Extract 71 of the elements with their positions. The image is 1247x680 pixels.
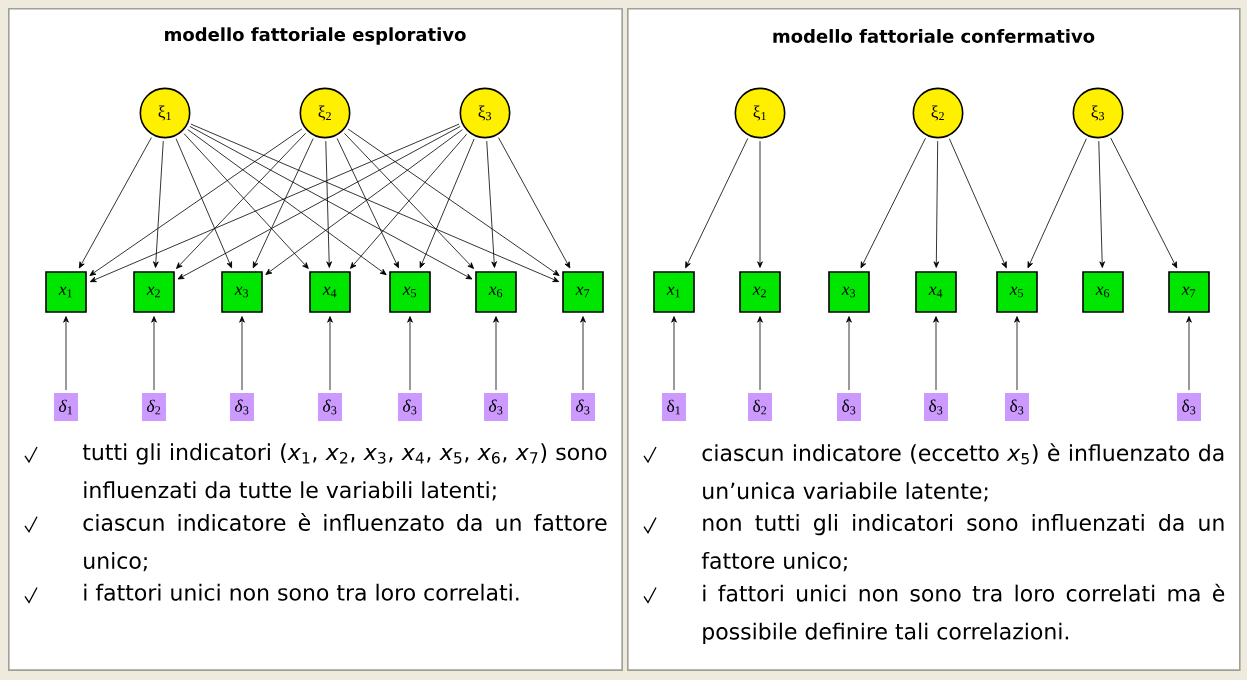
- arrow: [685, 137, 749, 269]
- indicator-box: x$_{7}$: [1168, 271, 1210, 313]
- arrow: [1110, 137, 1178, 269]
- arrow: [1186, 316, 1192, 391]
- arrow: [325, 140, 332, 268]
- indicator-box: x$_{5}$: [996, 271, 1038, 313]
- arrow: [153, 140, 164, 268]
- bullet-text: non tutti gli indicatori sono influenzati da un fattore unico;: [701, 513, 1224, 572]
- arrow: [265, 129, 463, 275]
- error-box: δ$_{3}$: [837, 393, 861, 421]
- bullet-text: i fattori unici non sono tra loro correlati.: [84, 583, 519, 601]
- arrow: [347, 128, 560, 276]
- indicator-box: x$_{6}$: [1082, 271, 1124, 313]
- arrow: [187, 129, 387, 276]
- indicator-box: x$_{4}$: [915, 271, 957, 313]
- indicator-box: x$_{1}$: [653, 271, 695, 313]
- error-box: δ$_{3}$: [1177, 393, 1201, 421]
- arrow: [239, 316, 245, 391]
- error-box: δ$_{3}$: [318, 393, 342, 421]
- panel-title: modello fattoriale confermativo: [773, 29, 1095, 43]
- arrow: [933, 316, 939, 391]
- arrow: [1014, 316, 1020, 391]
- arrow: [89, 123, 460, 283]
- arrow: [151, 316, 157, 391]
- arrow: [252, 138, 314, 269]
- error-box: δ$_{3}$: [1005, 393, 1029, 421]
- arrow: [419, 138, 475, 269]
- error-box: δ$_{1}$: [54, 393, 78, 421]
- indicator-box: x$_{3}$: [221, 271, 263, 313]
- arrow: [1027, 138, 1087, 269]
- indicator-box: x$_{7}$: [562, 271, 604, 313]
- arrow: [63, 316, 69, 391]
- arrow: [757, 316, 763, 391]
- arrow: [671, 316, 677, 391]
- indicator-box: x$_{5}$: [389, 271, 431, 313]
- bullet-text: ciascun indicatore (eccetto x$_{5}$) è influenzato da un’unica variabile latente;: [702, 443, 1224, 502]
- panel-title: modello fattoriale esplorativo: [165, 27, 466, 45]
- arrow: [336, 138, 399, 269]
- arrow: [175, 138, 232, 269]
- arrow: [78, 137, 152, 269]
- error-box: δ$_{3}$: [924, 393, 948, 421]
- indicator-box: x$_{2}$: [739, 271, 781, 313]
- bullet-text: tutti gli indicatori (x$_{1}$, x$_{2}$, x$_{3}$, x$_{4}$, x$_{5}$, x$_{6}$, x$_{7}$) sono influenzati da tutte le variabili latenti;: [82, 443, 607, 501]
- arrow: [846, 316, 852, 391]
- error-box: δ$_{1}$: [662, 393, 686, 421]
- arrow: [89, 128, 303, 276]
- arrow: [1098, 140, 1105, 268]
- arrow: [757, 140, 763, 268]
- indicator-box: x$_{3}$: [828, 271, 870, 313]
- indicator-box: x$_{6}$: [475, 271, 517, 313]
- error-box: δ$_{2}$: [142, 393, 166, 421]
- indicator-box: x$_{4}$: [309, 271, 351, 313]
- arrow: [860, 137, 926, 269]
- indicator-box: x$_{2}$: [133, 271, 175, 313]
- error-box: δ$_{3}$: [230, 393, 254, 421]
- arrow: [493, 316, 499, 391]
- error-box: δ$_{3}$: [484, 393, 508, 421]
- bullet-text: i fattori unici non sono tra loro correlati ma è possibile definire tali correlazioni.: [703, 583, 1225, 644]
- arrow: [498, 137, 571, 269]
- arrow: [948, 138, 1007, 269]
- arrow: [407, 316, 413, 391]
- indicator-box: x$_{1}$: [45, 271, 87, 313]
- arrow: [190, 123, 560, 283]
- arrow: [486, 140, 497, 268]
- arrow: [933, 140, 940, 268]
- error-box: δ$_{2}$: [748, 393, 772, 421]
- error-box: δ$_{3}$: [398, 393, 422, 421]
- error-box: δ$_{3}$: [571, 393, 595, 421]
- arrow: [580, 316, 586, 391]
- bullet-text: ciascun indicatore è influenzato da un fattore unico;: [83, 513, 607, 572]
- arrow: [327, 316, 333, 391]
